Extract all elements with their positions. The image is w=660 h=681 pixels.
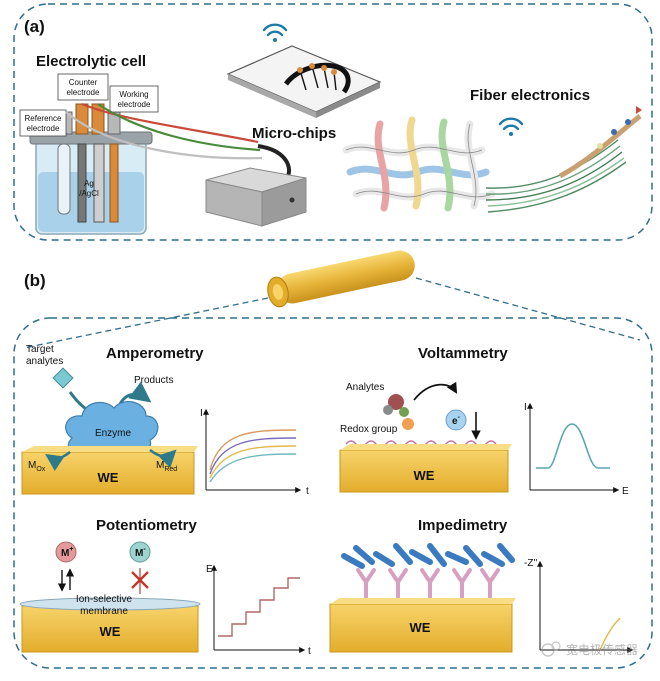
amperometry-y-axis: I xyxy=(200,408,203,419)
potentiometry-y-axis: E xyxy=(206,564,213,575)
micro-chip-illustration xyxy=(226,45,382,118)
woven-textile-illustration xyxy=(342,116,496,212)
working-electrode-label-2: electrode xyxy=(118,100,151,109)
voltammetry-plot xyxy=(527,402,620,493)
potentiometry-we-label: WE xyxy=(100,624,121,639)
target-analyte-shape xyxy=(52,367,74,389)
micro-chips-title: Micro-chips xyxy=(252,125,336,142)
reference-electrode-label-1: Reference xyxy=(25,114,62,123)
voltammetry-we-label: WE xyxy=(414,468,435,483)
redox-group-label: Redox group xyxy=(340,424,398,435)
gold-fiber-rod xyxy=(267,250,415,308)
impedimetry-title: Impedimetry xyxy=(418,517,508,534)
voltammetry-x-axis: E xyxy=(622,486,629,497)
impedimetry-y-axis: -Z'' xyxy=(524,558,537,569)
mox-arrow xyxy=(45,451,71,472)
fiber-sensor-markers xyxy=(597,106,642,149)
electrolytic-cell-illustration xyxy=(29,103,153,235)
antibody-layer xyxy=(341,543,515,602)
amperometry-title: Amperometry xyxy=(106,345,204,362)
voltammetry-curved-arrow xyxy=(413,381,458,401)
mred-arrow xyxy=(149,449,177,469)
panel-b-frame xyxy=(13,317,653,669)
zoom-lines xyxy=(23,277,641,349)
m-plus-exchange-arrows xyxy=(57,568,75,592)
fiber-electronics-title: Fiber electronics xyxy=(470,87,590,104)
counter-electrode-label-2: electrode xyxy=(67,88,100,97)
counter-electrode-callout xyxy=(57,73,109,101)
m-plus-circle xyxy=(55,541,77,563)
membrane-label-1: Ion-selective xyxy=(76,594,133,605)
counter-electrode-label-1: Counter xyxy=(69,78,98,87)
target-label-2: analytes xyxy=(26,356,63,367)
m-minus-label: M- xyxy=(135,546,146,559)
textile-outline xyxy=(345,123,493,207)
electrolytic-cell-title: Electrolytic cell xyxy=(36,53,146,70)
m-minus-circle xyxy=(129,541,151,563)
electrode-wires xyxy=(65,102,291,177)
reference-electrode-label-2: electrode xyxy=(27,124,60,133)
impedimetry-we-block xyxy=(329,598,516,653)
panel-b-label: (b) xyxy=(24,271,46,290)
analytes-label: Analytes xyxy=(346,382,384,393)
m-ox-label: MOx xyxy=(28,460,46,473)
m-red-label: MRed xyxy=(156,460,177,473)
potentiometry-x-axis: t xyxy=(308,646,311,657)
watermark: 宽电极传感器 xyxy=(541,641,638,657)
agcl-label: /AgCl xyxy=(79,189,99,198)
voltammetry-title: Voltammetry xyxy=(418,345,508,362)
amperometry-plot xyxy=(203,408,302,493)
potentiometry-plot xyxy=(211,564,306,653)
target-label-1: Target xyxy=(26,344,54,355)
working-electrode-label-1: Working xyxy=(119,90,148,99)
m-plus-label: M+ xyxy=(61,546,73,559)
voltammetry-y-axis: I xyxy=(524,402,527,413)
enzyme-label: Enzyme xyxy=(95,428,132,439)
voltammetry-we-block xyxy=(339,444,512,493)
fiber-bundle-illustration xyxy=(485,114,642,213)
redox-molecule xyxy=(383,394,414,430)
watermark-text: 宽电极传感器 xyxy=(566,642,638,657)
wifi-icon-chip xyxy=(262,23,288,42)
potentiometry-title: Potentiometry xyxy=(96,517,198,534)
products-label: Products xyxy=(134,375,173,386)
amperometry-we-label: WE xyxy=(98,470,119,485)
blocked-cross-icon xyxy=(131,568,149,594)
working-electrode-callout xyxy=(109,85,159,113)
membrane-label-2: membrane xyxy=(80,606,128,617)
reference-electrode-callout xyxy=(19,109,67,137)
panel-a-label: (a) xyxy=(24,17,45,36)
wifi-icon-fiber xyxy=(498,117,524,136)
potentiometry-we-block xyxy=(19,597,201,653)
electron-label: e- xyxy=(452,414,461,427)
panel-a-frame xyxy=(13,3,653,241)
potentiostat-box xyxy=(205,167,307,227)
impedimetry-we-label: WE xyxy=(410,620,431,635)
amperometry-x-axis: t xyxy=(306,486,309,497)
electron-circle xyxy=(445,409,467,431)
impedimetry-plot xyxy=(537,560,634,653)
ag-label: Ag xyxy=(84,179,94,188)
